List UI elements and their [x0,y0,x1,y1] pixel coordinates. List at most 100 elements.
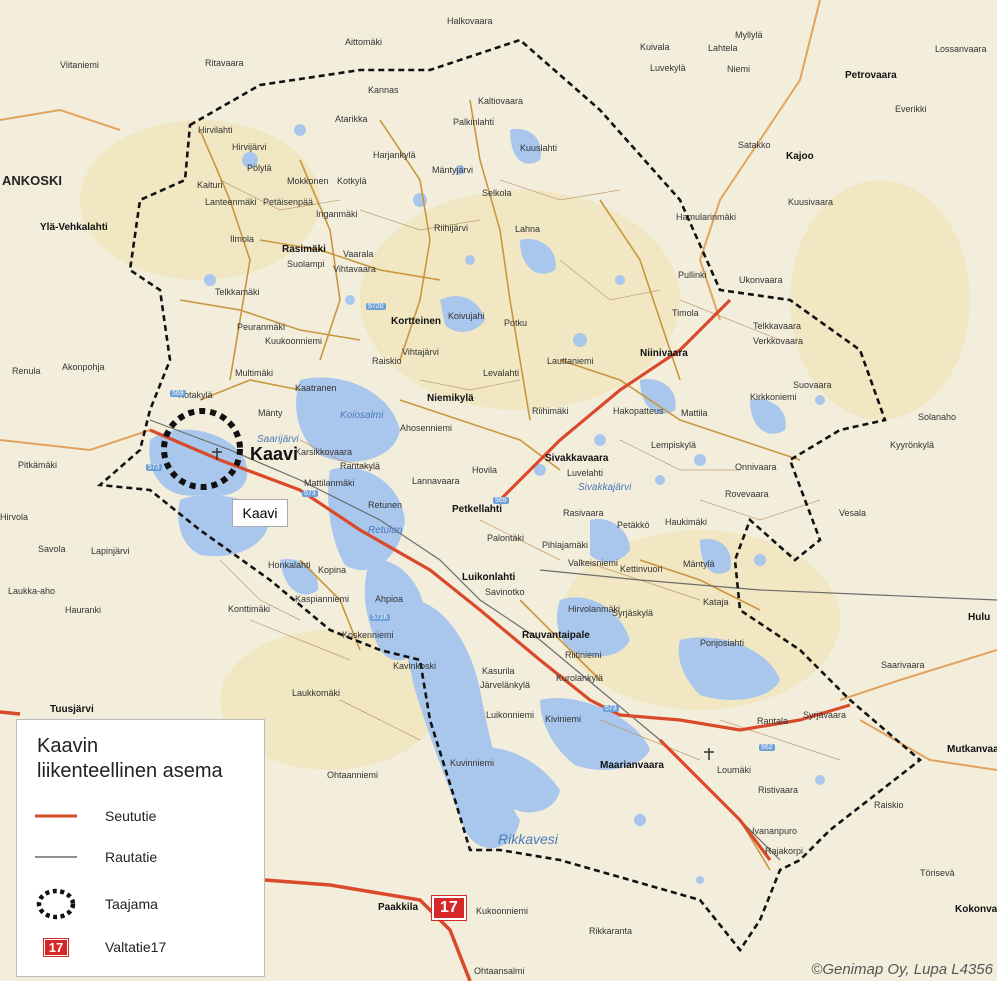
place-telkkamaki: Telkkamäki [215,287,260,297]
place-mokkonen: Mokkonen [287,176,329,186]
place-savola: Savola [38,544,66,554]
local-roads [179,99,801,871]
place-haukimaki: Haukimäki [665,517,708,527]
place-ankoski: ANKOSKI [2,173,62,188]
legend-title-line1: Kaavin [37,735,99,757]
place-kaavi: Kaavi [250,444,299,464]
valtatie-shield: 17 [432,896,466,920]
town-callout-kaavi: Kaavi [232,499,288,527]
place-manty: Mänty [258,408,283,418]
place-laukkomaki: Laukkomäki [292,688,341,698]
place-telkkavaara: Telkkavaara [753,321,802,331]
legend-item-seututie: Seututie [35,805,156,827]
place-kuuslahti: Kuuslahti [520,143,558,153]
place-verkkovaara: Verkkovaara [753,336,804,346]
place-petakko: Petäkkö [617,520,650,530]
place-kyyronkyla: Kyyrönkylä [890,440,935,450]
place-niemikyla: Niemikylä [427,393,474,404]
place-ilmola: Ilmola [230,234,255,244]
place-koivujahi: Koivujahi [448,311,485,321]
place-kirkkoniemi: Kirkkoniemi [750,392,797,402]
place-vaarala: Vaarala [343,249,374,259]
church-icons [212,448,714,760]
place-ohtaanniemi: Ohtaanniemi [327,770,379,780]
road-number: 5726 [370,614,390,621]
place-aittomaki: Aittomäki [345,37,383,47]
place-konttimaki: Konttimäki [228,604,271,614]
place-pitkamaki: Pitkämäki [18,460,58,470]
valtatie17-road [0,710,472,981]
place-luikonniemi: Luikonniemi [486,710,535,720]
place-niemi: Niemi [727,64,751,74]
place-ponjosiahti: Ponjosiahti [700,638,745,648]
place-kokonvaara: Kokonvaara [955,904,997,915]
place-torisevä: Törisevä [920,868,955,878]
place-solanaho: Solanaho [918,412,957,422]
outer-roads [0,0,997,771]
place-syrjavaara: Syrjävaara [803,710,847,720]
place-hirvolanmaki: Hirvolanmäki [568,604,621,614]
place-lossanvaara: Lossanvaara [935,44,987,54]
legend-label: Rautatie [105,849,158,865]
place-lapinjarvi: Lapinjärvi [91,546,130,556]
place-everikki: Everikki [895,104,927,114]
place-ukonvaara: Ukonvaara [739,275,783,285]
place-selkola: Selkola [482,188,512,198]
place-mantyjarvi: Mäntyjärvi [432,165,474,175]
place-kasurila: Kasurila [482,666,515,676]
red-line-icon [35,805,77,827]
place-lempiskyla: Lempiskylä [651,440,697,450]
place-hovila: Hovila [472,465,498,475]
place-petrovaara: Petrovaara [845,70,897,81]
place-rajakorpi: Rajakorpi [765,846,804,856]
road-number: 569 [170,390,186,397]
place-kuvinniemi: Kuvinniemi [450,758,495,768]
place-akonpohja: Akonpohja [62,362,105,372]
thin-line-icon [35,846,77,868]
place-retunen: Retunen [368,500,403,510]
place-jarvelankyla: Järvelänkylä [480,680,531,690]
place-paakkila: Paakkila [378,902,419,913]
place-riihijarvi: Riihijärvi [434,223,469,233]
place-inganmaki: Inganmäki [316,209,358,219]
place-kaltiovaara: Kaltiovaara [478,96,524,106]
shield-number: 17 [43,938,69,956]
place-lahtela: Lahtela [708,43,738,53]
legend-label: Valtatie17 [105,939,167,955]
place-kajoo: Kajoo [786,151,814,162]
place-lauttaniemi: Lauttaniemi [547,356,594,366]
place-petkellahti: Petkellahti [452,504,503,515]
place-lahna: Lahna [515,224,541,234]
place-pullinki: Pullinki [678,270,707,280]
legend-label: Taajama [105,896,158,912]
place-laukka-aho: Laukka-aho [8,586,56,596]
place-kopina: Kopina [318,565,347,575]
place-kotkyla: Kotkylä [337,176,367,186]
place-kuukoonniemi: Kuukoonniemi [265,336,323,346]
place-saarivaara: Saarivaara [881,660,925,670]
place-mattila: Mattila [681,408,708,418]
place-renula: Renula [12,366,41,376]
place-karsikkovaara: Karsikkovaara [295,447,353,457]
lake-retulan: Retulan [368,525,403,536]
place-kettinvuori: Kettinvuori [620,564,663,574]
place-polyla: Pölylä [247,163,272,173]
place-multimaki: Multimäki [235,368,274,378]
map-legend: Kaavin liikenteellinen asema Seututie Ra… [16,719,265,977]
place-kannas: Kannas [368,85,399,95]
place-niinivaara: Niinivaara [640,348,688,359]
place-rauvantaipale: Rauvantaipale [522,630,590,641]
place-viitaniemi: Viitaniemi [60,60,99,70]
place-peuranmaki: Peuranmäki [237,322,286,332]
place-vihtavaara: Vihtavaara [333,264,376,274]
road-number: 573 [302,490,318,497]
road-number: 562 [759,744,775,751]
place-rikkaranta: Rikkaranta [589,926,633,936]
road-number: 573 [146,464,162,471]
legend-title-line2: liikenteellinen asema [37,760,223,782]
copyright-notice: ©Genimap Oy, Lupa L4356 [811,961,993,978]
place-kukoonniemi: Kukoonniemi [476,906,529,916]
place-rasivaara: Rasivaara [563,508,604,518]
taajama-circle [161,408,243,490]
place-hirvilahti: Hirvilahti [198,125,233,135]
